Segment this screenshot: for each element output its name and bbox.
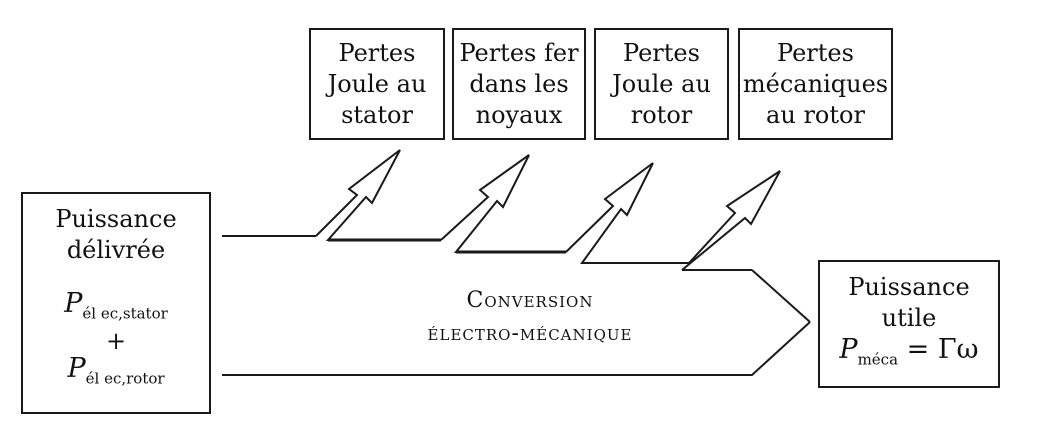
loss-iron-line2: dans les [469, 69, 569, 98]
input-power-box: Puissance délivrée Pél ec,stator + Pél e… [21, 192, 211, 414]
loss-stator-line3: stator [341, 100, 413, 129]
loss-box-mechanical: Pertes mécaniques au rotor [738, 28, 893, 140]
output-power-box: Puissance utile Pméca = Γω [818, 260, 1000, 388]
output-equation: = Γω [898, 334, 979, 366]
loss-arrow-mechanical [681, 170, 781, 271]
loss-rotor-line3: rotor [630, 100, 693, 129]
loss-iron-line1: Pertes fer [459, 38, 579, 67]
loss-box-rotor-joule: Pertes Joule au rotor [594, 28, 729, 140]
input-rotor-power: Pél ec,rotor [67, 353, 164, 394]
loss-mech-line3: au rotor [766, 100, 865, 129]
output-line1: Puissance [848, 273, 970, 302]
input-plus: + [105, 327, 127, 356]
loss-stator-line2: Joule au [327, 69, 427, 98]
conversion-line2: électro-mécanique [427, 321, 633, 346]
loss-iron-line3: noyaux [475, 100, 563, 129]
main-arrow-head-upper [751, 269, 811, 323]
output-power-formula: Pméca = Γω [839, 334, 978, 375]
loss-stator-line1: Pertes [338, 38, 416, 67]
main-arrow-bottom-edge [222, 321, 811, 376]
input-rotor-symbol: P [67, 353, 86, 385]
loss-rotor-line1: Pertes [623, 38, 700, 67]
conversion-label: Conversion électro-mécanique [380, 284, 680, 350]
input-stator-sub: él ec,stator [82, 304, 168, 323]
output-symbol: P [839, 334, 858, 366]
loss-arrow-rotor-joule [565, 162, 689, 264]
output-line2: utile [881, 304, 937, 333]
input-line2: délivrée [66, 236, 166, 264]
input-stator-symbol: P [64, 288, 83, 319]
loss-rotor-line2: Joule au [612, 69, 711, 98]
loss-box-iron: Pertes fer dans les noyaux [452, 28, 586, 140]
loss-box-stator-joule: Pertes Joule au stator [309, 28, 445, 140]
conversion-line1: Conversion [466, 288, 594, 313]
loss-arrow-stator [315, 149, 441, 241]
input-rotor-sub: él ec,rotor [85, 369, 165, 388]
loss-mech-line2: mécaniques [742, 69, 889, 98]
input-stator-power: Pél ec,stator [64, 288, 168, 329]
loss-mech-line1: Pertes [777, 38, 854, 67]
loss-arrow-iron [440, 154, 566, 253]
input-line1: Puissance [55, 205, 177, 233]
output-sub: méca [857, 350, 899, 369]
connector-strokes [328, 238, 566, 254]
